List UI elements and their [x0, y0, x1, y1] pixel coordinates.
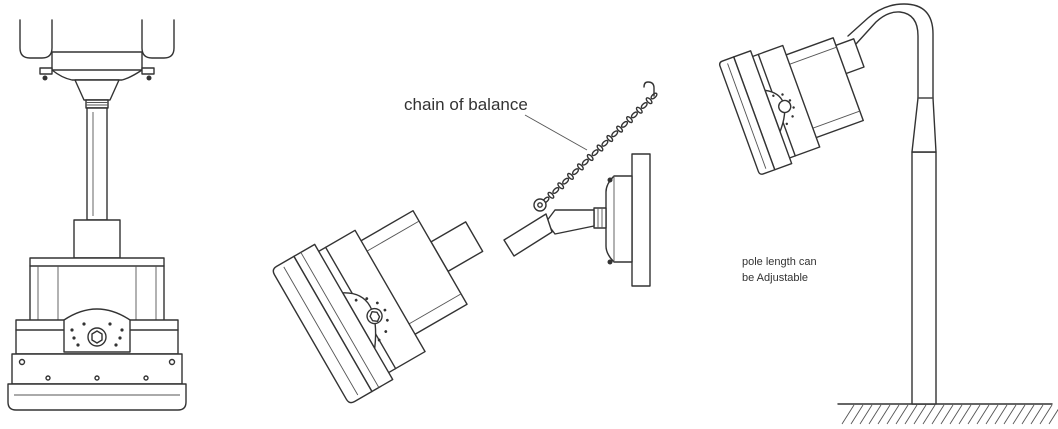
wall-fixture	[272, 210, 484, 404]
pole-mount-figure: pole length can be Adjustable	[718, 3, 1058, 425]
chain-link	[616, 125, 624, 133]
ground-hatch-line	[895, 404, 909, 425]
chain-link	[620, 120, 629, 128]
ground-hatch-line	[1030, 404, 1044, 425]
ground-line	[837, 403, 1058, 425]
chain-link	[591, 149, 599, 157]
chain-link	[630, 111, 638, 119]
ground-hatch-line	[949, 404, 963, 425]
ground-hatch-line	[877, 404, 891, 425]
pole-length-label-line1: pole length can	[742, 256, 817, 268]
chain-link	[606, 134, 614, 143]
wall-arm	[503, 209, 595, 257]
chain-link	[576, 163, 584, 171]
chain-link	[562, 177, 570, 185]
ground-hatch-line	[994, 404, 1008, 425]
pole-length-label-line2: be Adjustable	[742, 272, 808, 284]
chain-link	[645, 97, 653, 105]
ground-hatch-line	[1003, 404, 1017, 425]
ceiling-bracket	[19, 19, 175, 109]
chain-link	[596, 144, 604, 152]
chain-link	[557, 182, 565, 190]
ground-hatch-line	[886, 404, 900, 425]
ground-hatch-line	[985, 404, 999, 425]
chain-link	[586, 153, 594, 162]
chain-link	[635, 106, 643, 114]
pendant-pole	[86, 107, 108, 221]
ground-hatch-line	[922, 404, 936, 425]
ground-hatch-line	[841, 404, 855, 425]
chain-link	[640, 101, 648, 110]
chain-link	[611, 130, 619, 138]
chain-link	[571, 168, 580, 176]
pendant-fixture	[7, 219, 187, 411]
ground-hatch-line	[940, 404, 954, 425]
ground-hatch-line	[967, 404, 981, 425]
ground-hatch-line	[1021, 404, 1035, 425]
ground-hatch-line	[904, 404, 918, 425]
wall-bracket	[593, 153, 651, 287]
chain-link	[552, 186, 560, 195]
ground-hatch-line	[1039, 404, 1053, 425]
ground-hatch-line	[850, 404, 864, 425]
ground-hatch-line	[976, 404, 990, 425]
ground-hatch-line	[1012, 404, 1026, 425]
chain-link	[566, 172, 575, 180]
chain-leader-line	[524, 114, 588, 151]
chain-link	[625, 116, 634, 124]
chain-link	[650, 92, 658, 100]
mounting-pole	[847, 3, 937, 405]
chain-link	[581, 158, 589, 166]
chain-link	[601, 139, 609, 147]
balance-chain	[533, 81, 658, 212]
pole-fixture	[718, 37, 865, 175]
ground-hatch-line	[958, 404, 972, 425]
ground-hatch-line	[1048, 408, 1058, 425]
ground-hatch-line	[931, 404, 945, 425]
ground-hatch-line	[913, 404, 927, 425]
chain-link	[547, 191, 555, 199]
ground-hatch-line	[859, 404, 873, 425]
ceiling-mount-figure	[7, 19, 187, 411]
ground-hatch-line	[868, 404, 882, 425]
wall-mount-figure: chain of balance	[272, 81, 658, 404]
chain-of-balance-label: chain of balance	[404, 95, 528, 114]
